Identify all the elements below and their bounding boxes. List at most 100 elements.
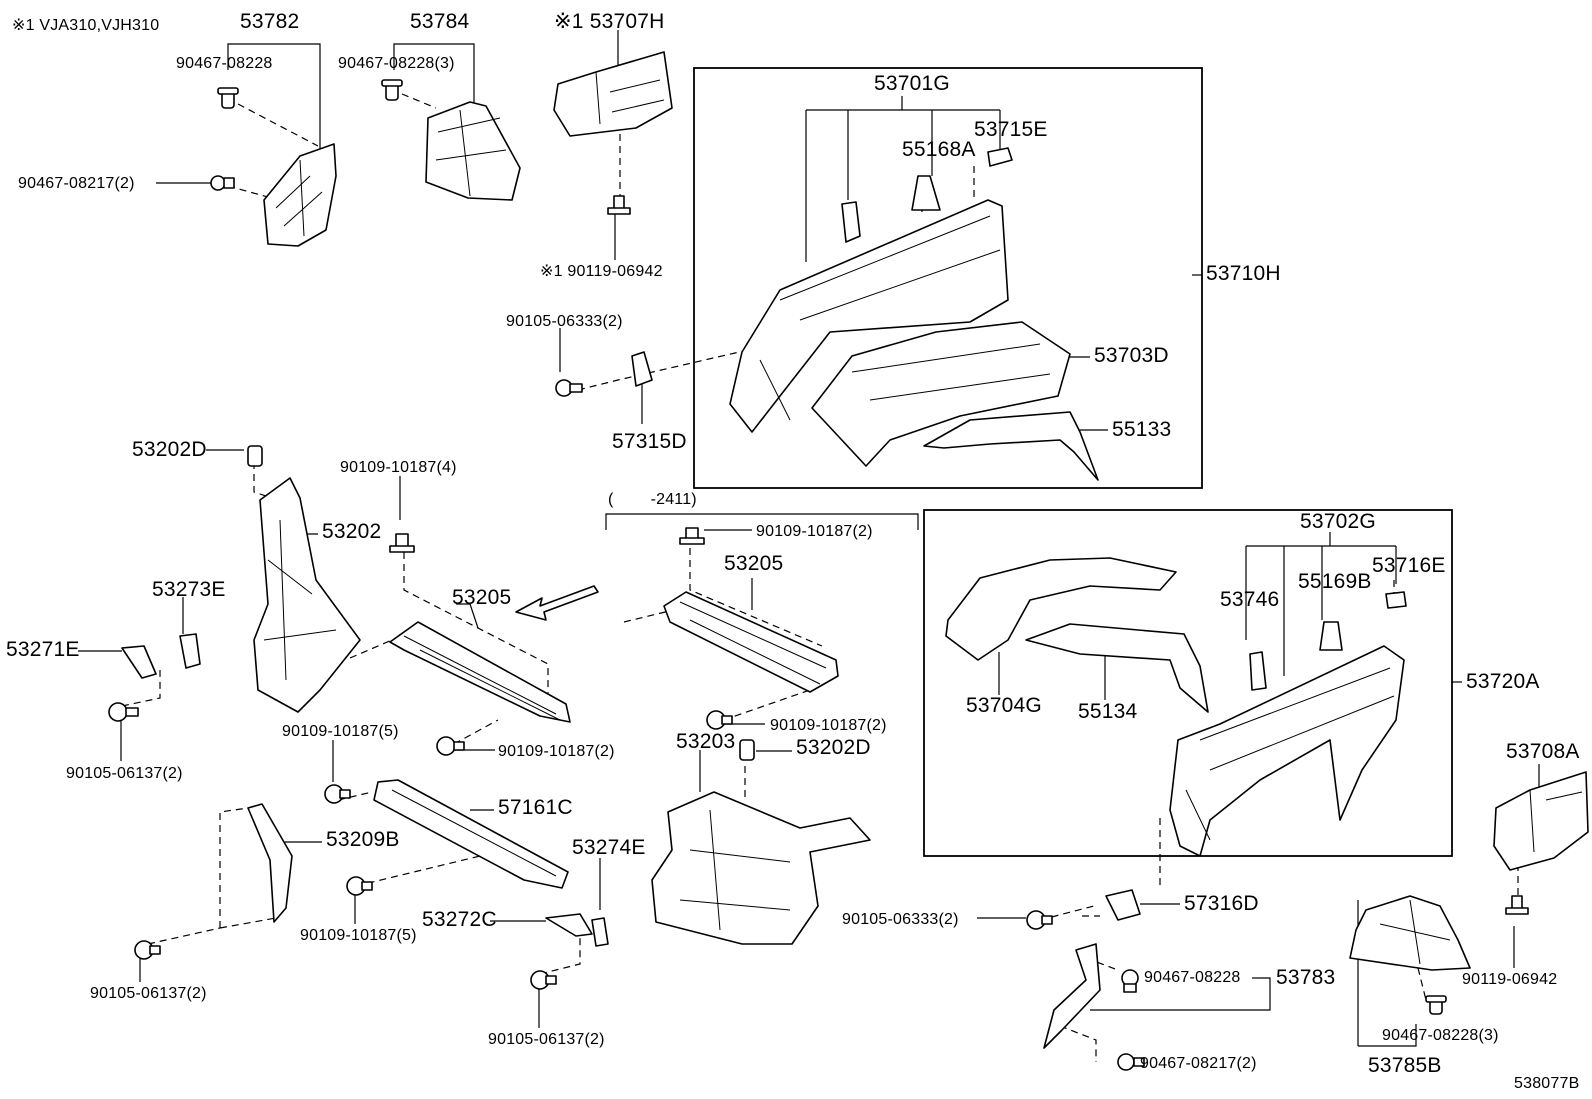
part-53203-shape	[651, 791, 871, 945]
part-55134-shape	[1025, 623, 1209, 713]
part-label-90105-06137-2-b: 90105-06137(2)	[90, 985, 207, 1002]
part-label-55133: 55133	[1112, 418, 1172, 441]
part-53271E-shape	[121, 645, 157, 679]
part-53202D-shape	[739, 739, 755, 761]
bolt-icon	[607, 195, 631, 215]
diagram-id: 538077B	[1514, 1075, 1580, 1092]
part-label-53205-a: 53205	[452, 586, 512, 609]
bolt-icon	[530, 970, 557, 990]
part-label-53704G: 53704G	[966, 694, 1042, 717]
part-53746-bracket	[1249, 651, 1267, 691]
part-53701G-bracket	[841, 201, 861, 243]
group-box-53720A	[923, 509, 1453, 857]
clip-icon	[381, 79, 403, 101]
part-53715E-bracket	[987, 147, 1013, 167]
model-note: ※1 VJA310,VJH310	[12, 17, 160, 34]
part-53782-shape	[263, 143, 337, 247]
part-53785B-shape	[1349, 895, 1471, 971]
part-53708A-shape	[1493, 771, 1589, 871]
bolt-icon	[134, 940, 161, 960]
part-label-90109-10187-2-a: 90109-10187(2)	[498, 743, 615, 760]
part-label-90109-10187-2-b: 90109-10187(2)	[756, 523, 873, 540]
part-55168A-bracket	[911, 175, 941, 211]
part-label-90109-10187-5-a: 90109-10187(5)	[282, 723, 399, 740]
part-label-53274E: 53274E	[572, 836, 646, 859]
clip-icon	[1117, 1053, 1145, 1071]
part-55169B-bracket	[1319, 621, 1343, 651]
part-53274E-shape	[591, 917, 609, 947]
part-53783-shape	[1043, 943, 1101, 1049]
part-label-90109-10187-4: 90109-10187(4)	[340, 459, 457, 476]
clip-icon	[210, 175, 235, 191]
part-label-55168A: 55168A	[902, 138, 976, 161]
part-label-57315D: 57315D	[612, 430, 687, 453]
part-label-90119-06942-a: ※1 90119-06942	[540, 263, 663, 280]
part-label-53205-b: 53205	[724, 552, 784, 575]
date-range-label: ( -2411)	[608, 491, 697, 508]
part-label-53202: 53202	[322, 520, 382, 543]
part-57161C-shape	[373, 779, 569, 889]
part-53205-shape-left	[389, 621, 571, 723]
part-label-53272C: 53272C	[422, 908, 497, 931]
part-label-53702G: 53702G	[1300, 510, 1376, 533]
part-57315D-shape	[631, 351, 653, 387]
part-label-53784: 53784	[410, 10, 470, 33]
part-label-57316D: 57316D	[1184, 892, 1259, 915]
clip-icon	[1121, 969, 1139, 993]
part-label-53720A: 53720A	[1466, 670, 1540, 693]
part-53202D-shape	[247, 445, 263, 467]
clip-icon	[1425, 995, 1447, 1015]
part-53202-shape	[253, 477, 361, 713]
part-label-55134: 55134	[1078, 700, 1138, 723]
part-label-53271E: 53271E	[6, 638, 80, 661]
part-label-53701G: 53701G	[874, 72, 950, 95]
part-label-53715E: 53715E	[974, 118, 1048, 141]
part-label-53746: 53746	[1220, 588, 1280, 611]
part-label-90105-06333-2-b: 90105-06333(2)	[842, 911, 959, 928]
part-53272C-shape	[545, 913, 593, 937]
part-label-90105-06137-2-c: 90105-06137(2)	[488, 1031, 605, 1048]
part-label-53785B: 53785B	[1368, 1054, 1442, 1077]
part-label-53783: 53783	[1276, 966, 1336, 989]
part-label-90119-06942-b: 90119-06942	[1462, 971, 1558, 988]
assembly-lines	[121, 93, 1519, 1062]
bolt-icon	[1505, 895, 1529, 915]
part-53720A-shape	[1169, 645, 1405, 857]
part-label-53716E: 53716E	[1372, 554, 1446, 577]
part-label-53209B: 53209B	[326, 828, 400, 851]
part-label-90109-10187-5-b: 90109-10187(5)	[300, 927, 417, 944]
part-label-90105-06137-2-a: 90105-06137(2)	[66, 765, 183, 782]
part-label-90467-08217-2-b: 90467-08217(2)	[1140, 1055, 1257, 1072]
bolt-icon	[346, 876, 373, 896]
date-range-bracket	[605, 513, 919, 530]
part-label-53710H: 53710H	[1206, 262, 1281, 285]
part-53209B-shape	[247, 803, 293, 923]
part-label-53203: 53203	[676, 730, 736, 753]
bolt-icon	[555, 379, 583, 397]
part-label-53202D-b: 53202D	[796, 736, 871, 759]
part-label-90109-10187-2-c: 90109-10187(2)	[770, 717, 887, 734]
part-53703D-shape	[811, 321, 1071, 467]
part-label-53708A: 53708A	[1506, 740, 1580, 763]
clip-icon	[217, 87, 239, 109]
part-label-55169B: 55169B	[1298, 570, 1372, 593]
part-label-53707H: ※1 53707H	[554, 10, 665, 33]
direction-arrow-icon	[515, 585, 599, 621]
part-53205-shape-right	[663, 591, 839, 693]
bolt-icon	[1026, 910, 1053, 930]
part-label-57161C: 57161C	[498, 796, 573, 819]
part-label-90467-08228-b: 90467-08228	[1144, 969, 1241, 986]
part-label-90105-06333-2-a: 90105-06333(2)	[506, 313, 623, 330]
part-label-53202D-a: 53202D	[132, 438, 207, 461]
part-label-53782: 53782	[240, 10, 300, 33]
part-label-90467-08228-3-a: 90467-08228(3)	[338, 55, 455, 72]
part-53710H-shape	[729, 199, 1009, 433]
part-label-53273E: 53273E	[152, 578, 226, 601]
bolt-icon	[108, 702, 139, 722]
bolt-icon	[436, 736, 465, 756]
part-label-90467-08228-a: 90467-08228	[176, 55, 273, 72]
bolt-icon	[324, 784, 351, 804]
part-53784-shape	[425, 101, 521, 201]
bolt-icon	[679, 527, 705, 545]
